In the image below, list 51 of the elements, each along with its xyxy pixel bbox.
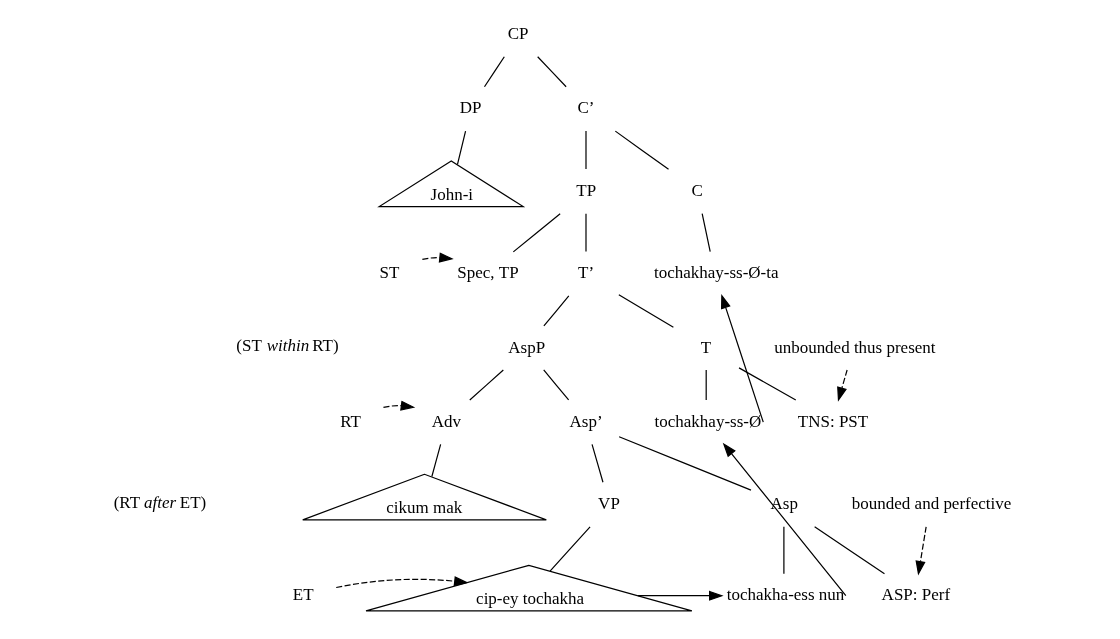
arrow	[335, 576, 469, 589]
connector	[512, 213, 561, 253]
connector	[468, 369, 504, 401]
node-text: bounded and perfective	[851, 494, 1011, 514]
connector	[483, 56, 505, 88]
node-text: Asp’	[569, 411, 603, 431]
connector	[542, 369, 569, 401]
label: (ST within RT)	[235, 336, 339, 356]
connector	[456, 130, 466, 166]
connector	[430, 443, 441, 478]
node-text: TP	[575, 180, 596, 200]
node-text: Spec, TP	[456, 263, 519, 283]
arrow	[382, 400, 415, 411]
node-text: Asp	[770, 494, 798, 514]
arrow	[636, 590, 724, 601]
node-text: ET	[292, 585, 314, 605]
node-text: T’	[577, 263, 594, 283]
node-text: CP	[507, 24, 528, 44]
connector	[617, 294, 674, 328]
connector	[536, 56, 567, 88]
node-text: T	[700, 337, 711, 357]
connector	[705, 369, 707, 401]
node-text: tochakha-ess nun	[726, 585, 844, 605]
node-text: DP	[459, 98, 481, 118]
node-text: Adv	[431, 411, 461, 431]
node-text: C	[691, 180, 703, 200]
connector	[614, 130, 669, 170]
arrow	[720, 294, 764, 423]
arrow	[421, 252, 454, 263]
node-text: AspP	[507, 337, 545, 357]
node-text: tochakhay-ss-Ø	[654, 411, 761, 431]
node-text: ASP: Perf	[881, 585, 950, 605]
node-text: ST	[379, 263, 399, 283]
label: (RT after ET)	[113, 492, 206, 512]
node-text: RT	[339, 411, 361, 431]
connector	[813, 526, 885, 575]
connector	[548, 526, 591, 572]
node-text: tochakhay-ss-Ø-ta	[653, 263, 778, 283]
connector	[737, 367, 796, 401]
node-text: TNS: PST	[797, 411, 868, 431]
node-text: VP	[597, 494, 620, 514]
connector	[618, 436, 752, 491]
connector	[701, 213, 711, 253]
arrow	[722, 442, 846, 597]
connector	[542, 295, 569, 327]
connector	[590, 443, 604, 483]
node-text: C’	[577, 98, 594, 118]
connector	[782, 526, 784, 575]
arrow	[836, 369, 848, 402]
node-text: unbounded thus present	[773, 337, 936, 357]
arrow	[914, 526, 927, 576]
